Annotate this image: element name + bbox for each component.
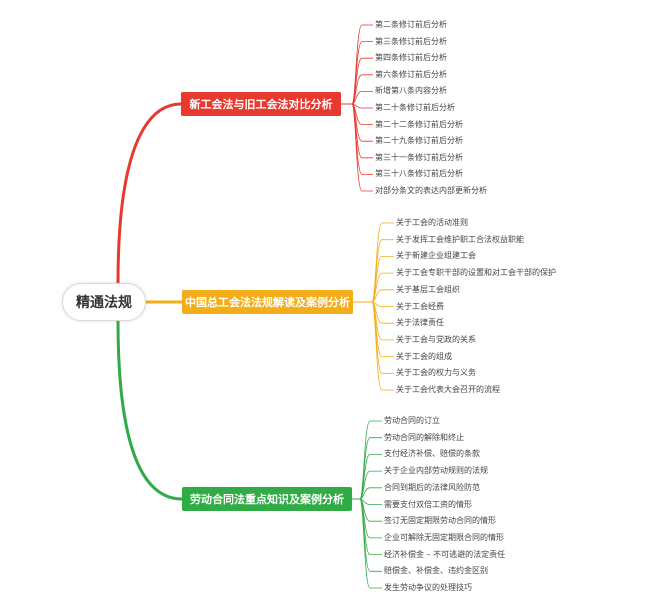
branch-topic-label: 中国总工会法法规解读及案例分析: [185, 296, 350, 309]
root-topic[interactable]: 精通法规: [62, 283, 146, 321]
connector-line: [352, 498, 382, 505]
connector-line: [341, 91, 373, 105]
connector-line: [352, 498, 382, 522]
subtopic-item[interactable]: 第三条修订前后分析: [375, 36, 447, 46]
subtopic-item[interactable]: 赔偿金、补偿金、违约金区别: [384, 566, 488, 576]
connector-line: [116, 320, 183, 501]
subtopic-item[interactable]: 支付经济补偿、赔偿的条款: [384, 449, 480, 459]
subtopic-item[interactable]: 关于发挥工会维护职工合法权益职能: [396, 234, 524, 244]
connector-line: [341, 103, 373, 192]
subtopic-item[interactable]: 关于工会的权力与义务: [396, 368, 476, 378]
branch-topic-union-regulation-interpretation[interactable]: 中国总工会法法规解读及案例分析: [182, 290, 353, 314]
connector-line: [341, 74, 373, 105]
connector-line: [353, 301, 394, 391]
subtopic-item[interactable]: 关于基层工会组织: [396, 284, 460, 294]
branch-topic-union-law-comparison[interactable]: 新工会法与旧工会法对比分析: [181, 92, 341, 116]
subtopic-item[interactable]: 关于工会代表大会召开的流程: [396, 385, 500, 394]
subtopic-item[interactable]: 劳动合同的订立: [384, 416, 440, 425]
subtopic-item[interactable]: 第六条修订前后分析: [375, 69, 447, 79]
connector-line: [352, 470, 382, 500]
subtopic-item[interactable]: 关于工会的组成: [396, 351, 452, 361]
subtopic-item[interactable]: 第二十九条修订前后分析: [375, 136, 463, 146]
subtopic-item[interactable]: 合同到期后的法律风险防范: [384, 482, 480, 492]
branch-topic-label: 新工会法与旧工会法对比分析: [189, 98, 333, 111]
subtopic-item[interactable]: 第四条修订前后分析: [375, 53, 447, 63]
connector-line: [352, 454, 382, 500]
subtopic-item[interactable]: 对部分条文的表达内部更新分析: [375, 186, 487, 195]
connector-line: [341, 103, 373, 125]
root-topic-label: 精通法规: [76, 295, 132, 311]
subtopic-item[interactable]: 第二十条修订前后分析: [375, 103, 455, 112]
connector-line: [352, 487, 382, 500]
subtopic-item[interactable]: 劳动合同的解除和终止: [384, 432, 464, 442]
connector-line: [352, 437, 382, 500]
connector-line: [353, 239, 394, 303]
connector-line: [352, 498, 382, 555]
connector-line: [341, 103, 373, 109]
subtopic-item[interactable]: 关于工会的活动准则: [396, 218, 468, 227]
branch-topic-labor-contract-law[interactable]: 劳动合同法重点知识及案例分析: [182, 487, 352, 511]
connector-line: [352, 498, 382, 589]
connector-line: [353, 301, 394, 374]
subtopic-item[interactable]: 第三十八条修订前后分析: [375, 169, 463, 179]
subtopic-item[interactable]: 第二条修订前后分析: [375, 20, 447, 29]
connector-line: [116, 102, 182, 284]
subtopic-item[interactable]: 关于工会专职干部的设置和对工会干部的保护: [396, 268, 556, 278]
subtopic-item[interactable]: 关于企业内部劳动规则的法规: [384, 466, 488, 476]
subtopic-item[interactable]: 需要支付双倍工资的情形: [384, 499, 472, 509]
subtopic-item[interactable]: 第三十一条修订前后分析: [375, 152, 463, 162]
branch-topic-label: 劳动合同法重点知识及案例分析: [190, 493, 344, 506]
subtopic-item[interactable]: 签订无固定期限劳动合同的情形: [384, 516, 496, 526]
subtopic-item[interactable]: 关于工会与党政的关系: [396, 334, 476, 344]
subtopic-item[interactable]: 经济补偿金 – 不可逃避的法定责任: [384, 549, 506, 559]
subtopic-item[interactable]: 新增第八条内容分析: [375, 86, 447, 96]
subtopic-item[interactable]: 关于法律责任: [396, 318, 444, 328]
subtopic-item[interactable]: 关于工会经费: [396, 301, 444, 311]
connector-line: [352, 498, 382, 572]
subtopic-item[interactable]: 发生劳动争议的处理技巧: [384, 583, 472, 592]
subtopic-item[interactable]: 企业可解除无固定期限合同的情形: [384, 532, 504, 542]
subtopic-item[interactable]: 关于新建企业组建工会: [396, 251, 476, 261]
subtopic-item[interactable]: 第二十二条修订前后分析: [375, 119, 463, 129]
